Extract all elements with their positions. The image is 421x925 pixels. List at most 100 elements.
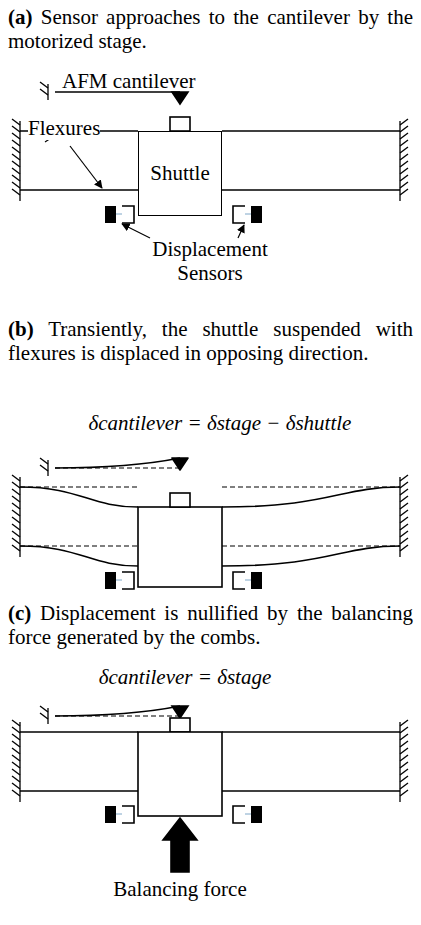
wall-hatch (400, 189, 408, 195)
wall-hatch (400, 133, 408, 139)
wall-hatch (400, 790, 408, 796)
displacement-sensor (233, 806, 262, 823)
wall-hatch (400, 482, 408, 488)
wall-hatch (12, 496, 20, 502)
wall-hatch (40, 713, 48, 719)
wall-hatch (400, 140, 408, 146)
wall-hatch (12, 119, 20, 125)
wall-hatch (400, 524, 408, 530)
part-label-text: Flexures (28, 116, 100, 140)
shuttle-balanced (138, 732, 222, 816)
wall-hatch (400, 545, 408, 551)
force-label-text: Balancing force (113, 877, 247, 901)
panel-caption: (a) Sensor approaches to the cantilever … (8, 6, 413, 53)
wall-hatch (12, 517, 20, 523)
wall-hatch (12, 524, 20, 530)
part-label-text: Displacement Sensors (152, 237, 267, 285)
wall-hatch (12, 175, 20, 181)
displacement-sensor (233, 572, 262, 589)
wall-hatch (12, 168, 20, 174)
fixed-wall (19, 477, 20, 557)
wall-hatch (40, 706, 48, 712)
wall-hatch (12, 762, 20, 768)
wall-hatch (400, 503, 408, 509)
panel-caption-text: Transiently, the shuttle suspended with … (8, 317, 413, 365)
wall-hatch (400, 734, 408, 740)
wall-hatch (12, 140, 20, 146)
part-label-text: AFM cantilever (62, 69, 196, 93)
wall-hatch (400, 475, 408, 481)
equation: δcantilever = δstage (60, 666, 310, 690)
wall-hatch (12, 776, 20, 782)
wall-hatch (12, 783, 20, 789)
panel-caption-text: (b) (8, 317, 34, 341)
wall-hatch (12, 510, 20, 516)
wall-hatch (400, 510, 408, 516)
wall-hatch (12, 161, 20, 167)
wall-hatch (12, 133, 20, 139)
displacement-sensor (105, 572, 134, 589)
wall-hatch (400, 161, 408, 167)
wall-hatch (400, 489, 408, 495)
equation: δcantilever = δstage − δshuttle (60, 412, 380, 436)
wall-hatch (12, 727, 20, 733)
fixed-wall (19, 121, 20, 201)
wall-hatch (12, 154, 20, 160)
wall-hatch (12, 482, 20, 488)
cantilever-tip (172, 706, 188, 718)
displacement-sensor (105, 206, 134, 223)
part-label: AFM cantilever (62, 70, 252, 94)
force-label: Balancing force (40, 878, 320, 902)
wall-hatch (12, 741, 20, 747)
wall-hatch (40, 82, 48, 88)
shuttle-tab (170, 117, 190, 131)
panel-caption-text: (c) (8, 601, 31, 625)
equation-text: δcantilever = δstage (99, 665, 271, 689)
panel-caption-text: (a) (8, 5, 33, 29)
wall-hatch (400, 755, 408, 761)
wall-hatch (12, 503, 20, 509)
wall-hatch (400, 720, 408, 726)
wall-hatch (400, 531, 408, 537)
wall-hatch (400, 147, 408, 153)
wall-hatch (12, 748, 20, 754)
wall-hatch (400, 517, 408, 523)
shuttle-box: Shuttle (138, 131, 222, 216)
wall-hatch (12, 755, 20, 761)
panel-caption-text: Displacement is nullified by the balanci… (8, 601, 413, 649)
wall-hatch (400, 748, 408, 754)
node-label: Shuttle (150, 161, 210, 186)
wall-hatch (400, 769, 408, 775)
fixed-wall (47, 460, 48, 476)
balancing-force-arrow (163, 818, 197, 872)
wall-hatch (400, 126, 408, 132)
wall-hatch (12, 182, 20, 188)
wall-hatch (40, 458, 48, 464)
wall-hatch (12, 545, 20, 551)
wall-hatch (400, 727, 408, 733)
displacement-sensor (233, 206, 262, 223)
panel-caption-text: Sensor approaches to the cantilever by t… (8, 5, 413, 53)
panel-caption: (b) Transiently, the shuttle suspended w… (8, 318, 413, 365)
wall-hatch (40, 89, 48, 95)
fixed-wall (399, 722, 400, 802)
part-label: Displacement Sensors (140, 238, 280, 285)
shuttle-displaced (138, 507, 222, 587)
cantilever-beam (55, 706, 180, 716)
wall-hatch (12, 126, 20, 132)
part-label: Flexures (28, 117, 148, 141)
wall-hatch (12, 790, 20, 796)
wall-hatch (400, 762, 408, 768)
cantilever-tip (172, 92, 188, 104)
wall-hatch (40, 465, 48, 471)
wall-hatch (400, 776, 408, 782)
wall-hatch (12, 489, 20, 495)
cantilever-beam (55, 458, 180, 468)
wall-hatch (12, 147, 20, 153)
wall-hatch (400, 538, 408, 544)
fixed-wall (47, 708, 48, 724)
wall-hatch (400, 783, 408, 789)
wall-hatch (400, 496, 408, 502)
wall-hatch (12, 475, 20, 481)
equation-text: δcantilever = δstage − δshuttle (89, 411, 352, 435)
